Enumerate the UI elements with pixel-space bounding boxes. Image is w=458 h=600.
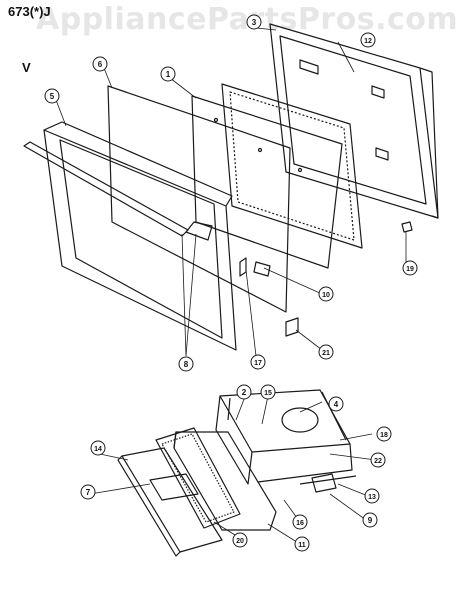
callout-5: 5 — [44, 88, 60, 104]
inner-door-panel — [269, 23, 439, 219]
callout-20: 20 — [232, 532, 248, 548]
callout-11: 11 — [294, 536, 310, 552]
callout-17: 17 — [250, 354, 266, 370]
callout-14: 14 — [90, 440, 106, 456]
drawer-liner — [155, 427, 241, 529]
callout-18: 18 — [376, 426, 392, 442]
callout-label: 20 — [236, 538, 244, 545]
callout-label: 2 — [242, 388, 247, 397]
drawer-body — [173, 431, 277, 531]
callout-label: 7 — [86, 488, 91, 497]
callout-label: 6 — [98, 60, 103, 69]
callout-6: 6 — [92, 56, 108, 72]
callout-10: 10 — [318, 286, 334, 302]
drawer-front — [117, 447, 223, 557]
section-letter: V — [22, 60, 31, 75]
callout-8: 8 — [178, 356, 194, 372]
drawer-glide — [299, 473, 357, 493]
callout-label: 13 — [368, 494, 376, 501]
door-frame — [43, 121, 237, 351]
callout-2: 2 — [236, 384, 252, 400]
callout-label: 8 — [184, 360, 189, 369]
callout-16: 16 — [292, 514, 308, 530]
callout-19: 19 — [402, 260, 418, 276]
callout-22: 22 — [370, 452, 386, 468]
callout-7: 7 — [80, 484, 96, 500]
drawer-frame — [215, 389, 353, 485]
callout-label: 4 — [334, 400, 339, 409]
door-insulation — [221, 83, 363, 249]
callout-label: 18 — [380, 432, 388, 439]
callout-9: 9 — [362, 512, 378, 528]
callout-label: 3 — [252, 18, 257, 27]
callout-label: 1 — [166, 70, 171, 79]
callout-label: 5 — [50, 92, 55, 101]
small-hardware — [239, 221, 413, 337]
callout-label: 11 — [298, 542, 306, 549]
callout-label: 14 — [94, 446, 102, 453]
callout-label: 22 — [374, 458, 382, 465]
callout-3: 3 — [246, 14, 262, 30]
callout-13: 13 — [364, 488, 380, 504]
callout-12: 12 — [360, 32, 376, 48]
callout-label: 19 — [406, 266, 414, 273]
callout-label: 12 — [364, 38, 372, 45]
leader-lines — [55, 27, 407, 545]
callout-label: 16 — [296, 520, 304, 527]
callout-label: 9 — [368, 516, 373, 525]
callout-label: 17 — [254, 360, 262, 367]
watermark: AppliancePartsPros.com — [36, 2, 458, 37]
door-handle — [23, 141, 213, 241]
outer-door-panel — [107, 85, 291, 313]
callout-label: 10 — [322, 292, 330, 299]
callout-label: 21 — [322, 350, 330, 357]
model-number: 673(*)J — [8, 4, 51, 19]
callout-1: 1 — [160, 66, 176, 82]
callout-15: 15 — [260, 384, 276, 400]
callout-label: 15 — [264, 390, 272, 397]
callout-4: 4 — [328, 396, 344, 412]
callout-21: 21 — [318, 344, 334, 360]
